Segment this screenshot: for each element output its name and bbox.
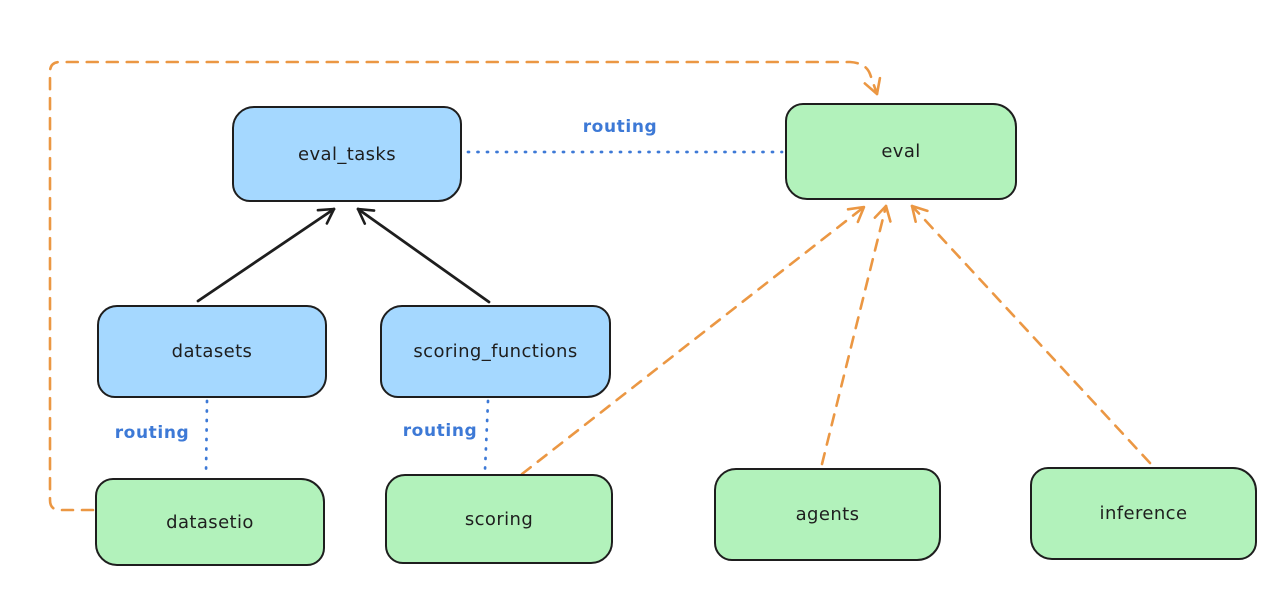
edge-datasetio-to-eval	[48, 60, 882, 512]
routing-label-datasets-datasetio: routing	[114, 423, 190, 443]
node-agents: agents	[714, 468, 941, 561]
edge-scoring-functions-to-eval-tasks	[356, 207, 491, 304]
routing-label-scoring-functions-scoring: routing	[402, 421, 478, 441]
node-scoring-label: scoring	[464, 508, 534, 530]
node-eval-tasks-label: eval_tasks	[297, 143, 397, 165]
node-scoring: scoring	[385, 474, 613, 564]
edge-routing-scoring-functions-to-scoring	[483, 399, 490, 472]
edge-datasets-to-eval-tasks	[196, 207, 336, 303]
routing-label-eval-tasks-eval: routing	[582, 117, 658, 137]
edge-scoring-to-eval	[520, 205, 866, 476]
edge-inference-to-eval	[910, 204, 1152, 465]
node-inference-label: inference	[1099, 503, 1188, 524]
node-scoring-functions-label: scoring_functions	[413, 341, 578, 362]
node-datasetio: datasetio	[95, 478, 325, 566]
edge-agents-to-eval	[820, 204, 892, 466]
node-eval-tasks: eval_tasks	[232, 106, 462, 202]
node-datasetio-label: datasetio	[166, 511, 254, 533]
node-eval: eval	[785, 103, 1017, 200]
node-agents-label: agents	[795, 504, 860, 525]
node-scoring-functions: scoring_functions	[380, 305, 611, 398]
node-datasets: datasets	[97, 305, 327, 398]
node-datasets-label: datasets	[171, 341, 253, 362]
node-inference: inference	[1030, 467, 1257, 560]
node-eval-label: eval	[881, 141, 921, 162]
edge-routing-datasets-to-datasetio	[204, 399, 209, 476]
